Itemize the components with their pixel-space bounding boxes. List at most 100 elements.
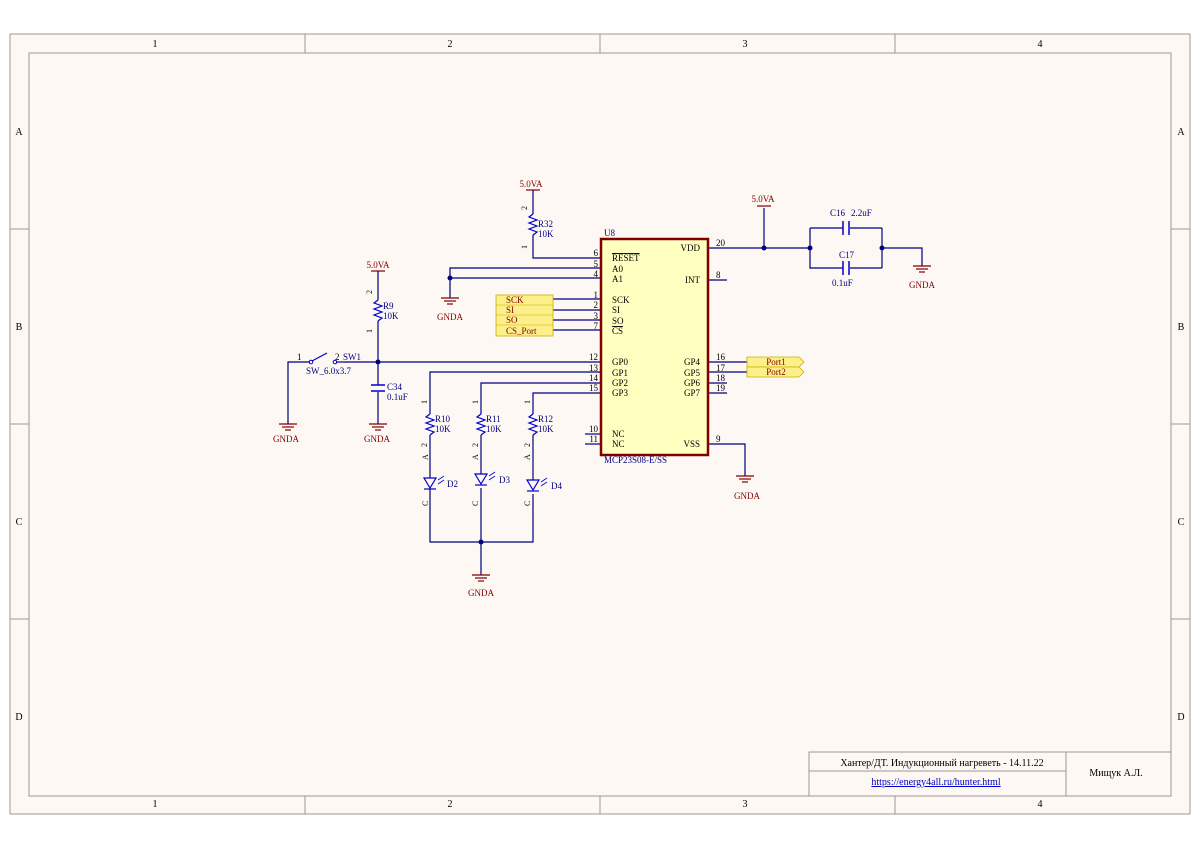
zone-col-3-top: 3 xyxy=(743,39,748,50)
d3-ref: D3 xyxy=(499,475,510,485)
pin-num-20: 20 xyxy=(716,238,726,248)
r10-pin1: 1 xyxy=(420,400,429,404)
net-label-so: SO xyxy=(506,315,518,325)
c34-value: 0.1uF xyxy=(387,392,408,402)
led-d3[interactable]: D3 A C xyxy=(471,454,510,506)
r12-pin2: 2 xyxy=(523,443,532,447)
sw1-footprint: SW_6.0x3.7 xyxy=(306,366,352,376)
resistor-r12[interactable]: 1 2 R12 10K xyxy=(523,400,554,447)
pin-name-gp7: GP7 xyxy=(684,388,701,398)
port-port1[interactable]: Port1 xyxy=(746,356,805,368)
pin-name-a1: A1 xyxy=(612,274,623,284)
pin-num-6: 6 xyxy=(594,248,599,258)
gnd-label-c34: GNDA xyxy=(364,434,390,444)
pin-name-so: SO xyxy=(612,316,624,326)
zone-col-1-top: 1 xyxy=(153,39,158,50)
pin-name-gp0: GP0 xyxy=(612,357,629,367)
port-port2[interactable]: Port2 xyxy=(746,366,805,378)
zone-col-3-bottom: 3 xyxy=(743,799,748,810)
pin-num-7: 7 xyxy=(594,321,599,331)
gnd-sw1: GNDA xyxy=(273,423,299,444)
resistor-r11[interactable]: 1 2 R11 10K xyxy=(471,400,502,447)
pin-num-14: 14 xyxy=(589,373,599,383)
r32-pin1: 1 xyxy=(520,245,529,249)
resistor-r32[interactable]: 2 1 R32 10K xyxy=(520,198,554,249)
zone-row-c-left: C xyxy=(16,517,23,528)
pin-num-17: 17 xyxy=(716,363,726,373)
port1-label: Port1 xyxy=(766,357,786,367)
zone-col-2-top: 2 xyxy=(448,39,453,50)
zone-row-d-right: D xyxy=(1177,712,1184,723)
pin-num-15: 15 xyxy=(589,383,599,393)
ic-pin-numbers: 6 5 4 1 2 3 7 12 13 14 15 10 11 20 8 16 … xyxy=(589,238,726,444)
capacitor-c34[interactable]: C34 0.1uF xyxy=(371,382,408,402)
zone-row-a-left: A xyxy=(15,127,23,138)
pin-name-sck: SCK xyxy=(612,295,630,305)
pin-name-reset: RESET xyxy=(612,253,640,263)
power-r9: 5.0VA xyxy=(366,260,390,272)
resistor-r10[interactable]: 1 2 R10 10K xyxy=(420,400,451,447)
power-label-r32: 5.0VA xyxy=(519,179,543,189)
r9-ref: R9 xyxy=(383,301,394,311)
d3-cathode: C xyxy=(471,501,480,506)
pin-num-18: 18 xyxy=(716,373,726,383)
power-label-r9: 5.0VA xyxy=(366,260,390,270)
gnd-a-pins: GNDA xyxy=(437,297,463,322)
zone-row-c-right: C xyxy=(1178,517,1185,528)
pin-num-3: 3 xyxy=(594,311,599,321)
pin-num-1: 1 xyxy=(594,290,599,300)
gnd-c34: GNDA xyxy=(364,423,390,444)
d2-anode: A xyxy=(421,454,430,460)
r11-pin2: 2 xyxy=(471,443,480,447)
gnd-label-decoupling: GNDA xyxy=(909,280,935,290)
r11-ref: R11 xyxy=(486,414,501,424)
capacitor-c17[interactable]: C17 0.1uF xyxy=(832,250,855,288)
r10-pin2: 2 xyxy=(420,443,429,447)
pin-name-cs: CS xyxy=(612,326,623,336)
gnd-label-leds: GNDA xyxy=(468,588,494,598)
title-block-url[interactable]: https://energy4all.ru/hunter.html xyxy=(871,777,1000,788)
junctions xyxy=(375,245,885,545)
r12-value: 10K xyxy=(538,424,554,434)
pin-num-19: 19 xyxy=(716,383,726,393)
zone-row-b-left: B xyxy=(16,322,23,333)
pin-name-gp4: GP4 xyxy=(684,357,701,367)
wires xyxy=(287,208,923,575)
d4-cathode: C xyxy=(523,501,532,506)
title-block: Хантер/ДТ. Индукционный нагреветь - 14.1… xyxy=(808,751,1172,797)
ic-part-number: MCP23S08-E/SS xyxy=(604,455,667,465)
c17-value: 0.1uF xyxy=(832,278,853,288)
gnd-leds: GNDA xyxy=(468,574,494,598)
sw1-pin2: 2 xyxy=(335,352,340,362)
pin-num-12: 12 xyxy=(589,352,598,362)
pin-name-si: SI xyxy=(612,305,620,315)
pin-num-4: 4 xyxy=(594,269,599,279)
pin-num-13: 13 xyxy=(589,363,599,373)
pin-num-5: 5 xyxy=(594,259,599,269)
r12-ref: R12 xyxy=(538,414,553,424)
capacitor-c16[interactable]: C16 2.2uF xyxy=(830,208,872,235)
port2-label: Port2 xyxy=(766,367,786,377)
pin-name-gp2: GP2 xyxy=(612,378,628,388)
c16-value: 2.2uF xyxy=(851,208,872,218)
r12-pin1: 1 xyxy=(523,400,532,404)
title-block-author: Мищук А.Л. xyxy=(1089,768,1142,779)
ic-designator: U8 xyxy=(604,228,615,238)
switch-sw1[interactable]: 1 2 SW1 SW_6.0x3.7 xyxy=(297,352,361,376)
resistor-r9[interactable]: 2 1 R9 10K xyxy=(365,285,399,335)
led-d2[interactable]: D2 A C xyxy=(421,454,458,506)
d3-anode: A xyxy=(471,454,480,460)
zone-col-2-bottom: 2 xyxy=(448,799,453,810)
pin-name-gp3: GP3 xyxy=(612,388,629,398)
power-r32: 5.0VA xyxy=(519,179,543,198)
ic-u8[interactable]: U8 MCP23S08-E/SS xyxy=(599,228,710,465)
pin-num-8: 8 xyxy=(716,270,721,280)
led-d4[interactable]: D4 A C xyxy=(523,454,562,506)
power-label-vdd: 5.0VA xyxy=(751,194,775,204)
zone-col-4-top: 4 xyxy=(1038,39,1043,50)
pin-num-9: 9 xyxy=(716,434,721,444)
pin-name-nc2: NC xyxy=(612,439,625,449)
r9-pin1: 1 xyxy=(365,329,374,333)
r9-pin2: 2 xyxy=(365,290,374,294)
r32-pin2: 2 xyxy=(520,206,529,210)
